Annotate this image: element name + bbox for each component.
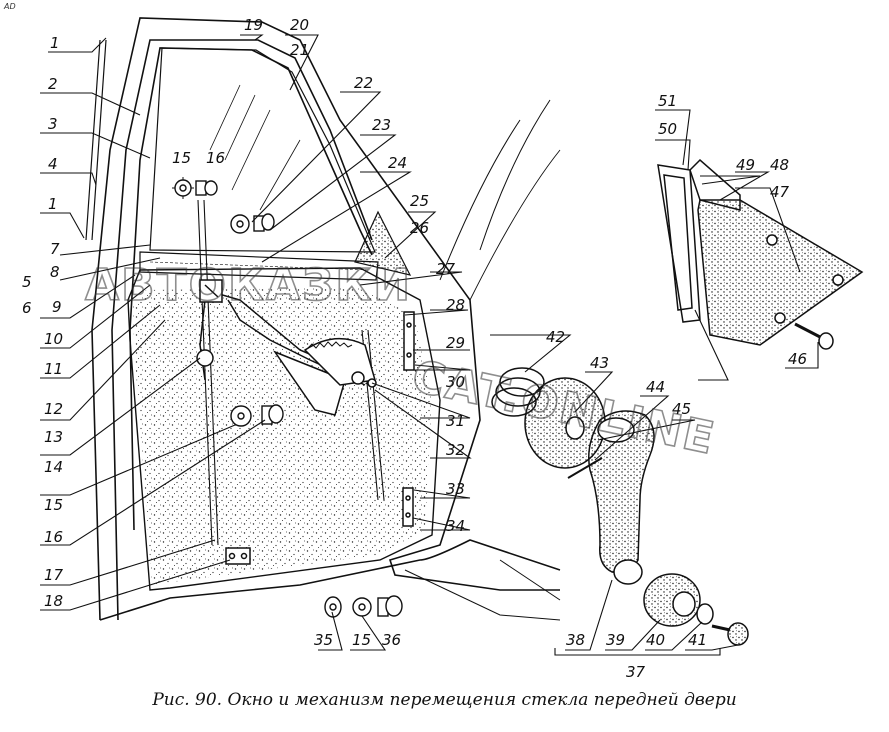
callout-40: 40 [646, 631, 665, 649]
callout-42: 42 [546, 328, 565, 346]
callout-8: 8 [50, 263, 60, 281]
callout-14: 14 [44, 458, 63, 476]
callout-22: 22 [354, 74, 373, 92]
watermark-left: АВТОКАЗКИ [85, 260, 412, 311]
callout-9: 9 [52, 298, 62, 316]
callout-26: 26 [410, 219, 429, 237]
callout-15a: 15 [172, 149, 191, 167]
callout-19: 19 [244, 16, 263, 34]
callout-11: 11 [44, 360, 63, 378]
callout-33: 33 [446, 480, 465, 498]
callout-35: 35 [314, 631, 333, 649]
callout-18: 18 [44, 592, 63, 610]
door-trim-panel [133, 288, 432, 585]
callout-37: 37 [626, 663, 646, 681]
callout-23: 23 [372, 116, 391, 134]
figure-caption: Рис. 90. Окно и механизм перемещения сте… [152, 690, 737, 710]
corner-mark: AD [4, 2, 16, 11]
callout-16a: 16 [206, 149, 225, 167]
callout-2: 2 [48, 75, 58, 93]
leader-lines [40, 34, 819, 656]
callout-34: 34 [446, 517, 465, 535]
callout-44: 44 [646, 378, 665, 396]
window-regulator [196, 279, 415, 565]
callout-15b: 15 [44, 496, 63, 514]
fastener-group-lower [324, 595, 403, 618]
callout-1a: 1 [50, 34, 60, 52]
callout-47: 47 [770, 183, 790, 201]
corner-bracket-assembly [657, 158, 864, 350]
callout-10: 10 [44, 330, 63, 348]
callout-4: 4 [48, 155, 58, 173]
callout-12: 12 [44, 400, 63, 418]
callout-15c: 15 [352, 631, 371, 649]
callout-32: 32 [446, 441, 465, 459]
callout-29: 29 [446, 334, 465, 352]
callout-46: 46 [788, 350, 807, 368]
callout-24: 24 [388, 154, 407, 172]
callout-39: 39 [606, 631, 625, 649]
callout-21: 21 [290, 41, 309, 59]
callout-3: 3 [48, 115, 58, 133]
callout-43: 43 [590, 354, 609, 372]
callout-17: 17 [44, 566, 64, 584]
callout-38: 38 [566, 631, 585, 649]
callout-31: 31 [446, 412, 465, 430]
fastener-group-upper [172, 177, 275, 234]
callout-36: 36 [382, 631, 401, 649]
callout-28: 28 [446, 296, 465, 314]
callout-5: 5 [22, 273, 32, 291]
callout-45: 45 [672, 400, 691, 418]
callout-51: 51 [658, 92, 677, 110]
callout-20: 20 [290, 16, 309, 34]
callout-labels: 1 2 3 4 1 7 8 5 6 9 10 11 12 13 14 15 16… [22, 16, 807, 681]
callout-41: 41 [688, 631, 707, 649]
callout-6: 6 [22, 299, 32, 317]
fastener-group-middle [230, 404, 284, 427]
callout-49: 49 [736, 156, 755, 174]
callout-13: 13 [44, 428, 63, 446]
callout-30: 30 [446, 373, 465, 391]
callout-16b: 16 [44, 528, 63, 546]
callout-50: 50 [658, 120, 677, 138]
vent-corner-filler [354, 210, 412, 276]
callout-27: 27 [436, 260, 456, 278]
callout-48: 48 [770, 156, 789, 174]
callout-1b: 1 [48, 195, 58, 213]
callout-7: 7 [50, 240, 60, 258]
callout-25: 25 [410, 192, 429, 210]
